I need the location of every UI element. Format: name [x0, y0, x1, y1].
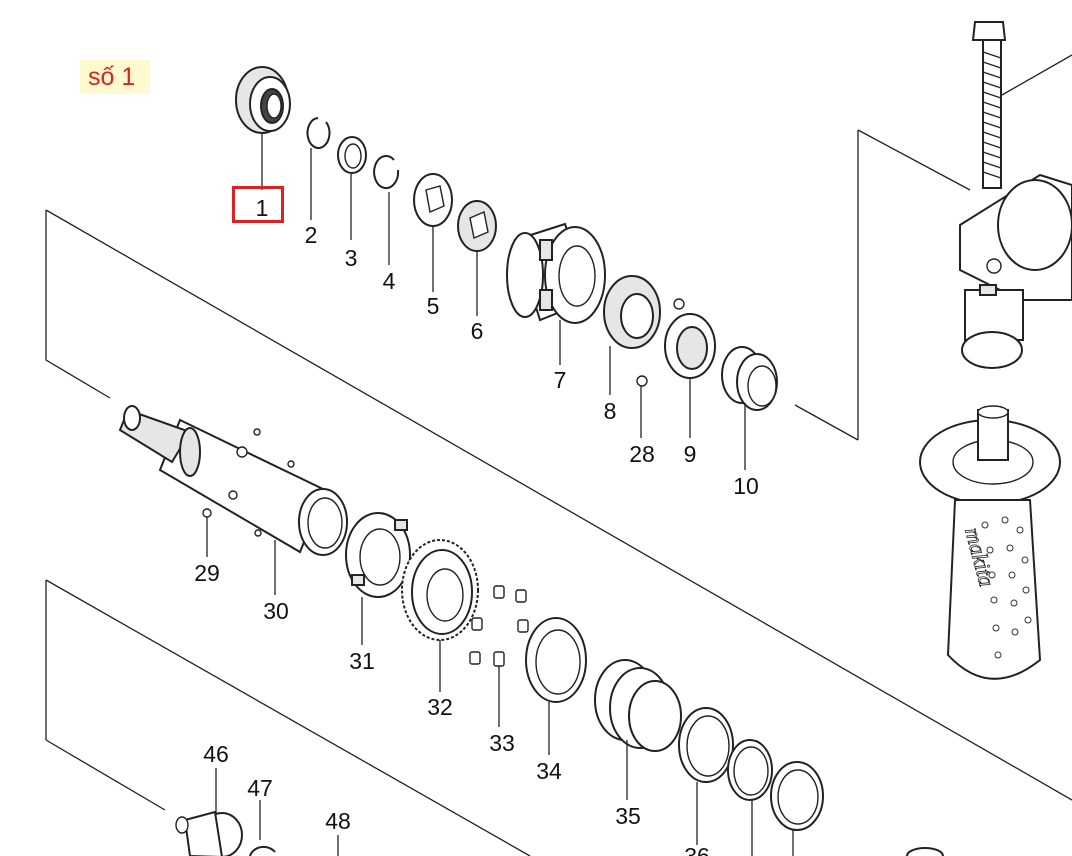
side-grip-clamp[interactable] — [959, 173, 1072, 369]
label-part-3: 3 — [345, 245, 358, 271]
part-10-spring[interactable] — [721, 346, 778, 411]
part-6-washer[interactable] — [457, 200, 497, 252]
part-bottom-right — [906, 847, 944, 856]
part-7-sleeve[interactable] — [506, 222, 606, 324]
page-tag-badge: số 1 — [80, 60, 150, 94]
label-part-47: 47 — [247, 775, 273, 801]
part-36-rings[interactable] — [678, 707, 824, 831]
part-35-spring[interactable] — [594, 659, 682, 752]
label-part-30: 30 — [263, 598, 289, 624]
part-29-ball[interactable] — [202, 508, 212, 518]
part-32-gear[interactable] — [401, 539, 479, 641]
part-31-cam-ring[interactable] — [345, 512, 411, 598]
part-4-circlip[interactable] — [373, 155, 400, 190]
label-part-33: 33 — [489, 730, 515, 756]
bolt-part[interactable] — [971, 21, 1007, 189]
label-part-2: 2 — [305, 222, 318, 248]
label-part-34: 34 — [536, 758, 562, 784]
part-46-shaft[interactable] — [175, 810, 243, 856]
part-28-ball[interactable] — [636, 375, 648, 387]
frame-lines — [45, 54, 1072, 856]
part-47-clip[interactable] — [249, 845, 276, 856]
part-33-rollers[interactable] — [469, 585, 529, 667]
label-part-1: 1 — [256, 195, 269, 221]
part-30-barrel[interactable] — [118, 405, 348, 556]
label-part-32: 32 — [427, 694, 453, 720]
part-1-cap[interactable] — [235, 66, 291, 134]
part-8-ring[interactable] — [603, 275, 661, 349]
part-9-washer[interactable] — [664, 313, 716, 379]
label-part-48: 48 — [325, 808, 351, 834]
side-handle[interactable]: makita — [919, 405, 1061, 680]
part-28-ball-2[interactable] — [673, 298, 685, 310]
label-part-5: 5 — [427, 293, 440, 319]
label-part-35: 35 — [615, 803, 641, 829]
part-5-washer[interactable] — [413, 173, 453, 227]
label-part-46: 46 — [203, 741, 229, 767]
label-part-36: 36 — [684, 843, 710, 856]
label-part-6: 6 — [471, 318, 484, 344]
label-part-10: 10 — [733, 473, 759, 499]
label-part-4: 4 — [383, 268, 396, 294]
label-part-28: 28 — [629, 441, 655, 467]
part-3-ring[interactable] — [337, 136, 367, 174]
part-1-highlight-box — [232, 186, 284, 223]
label-part-29: 29 — [194, 560, 220, 586]
leader-lines — [206, 133, 794, 856]
label-part-31: 31 — [349, 648, 375, 674]
label-part-8: 8 — [604, 398, 617, 424]
part-34-washer[interactable] — [525, 617, 587, 703]
label-part-9: 9 — [684, 441, 697, 467]
dot-small — [254, 529, 262, 537]
dot-small — [253, 428, 261, 436]
part-2-circlip[interactable] — [306, 117, 331, 149]
label-part-7: 7 — [554, 367, 567, 393]
dot-small — [287, 460, 295, 468]
